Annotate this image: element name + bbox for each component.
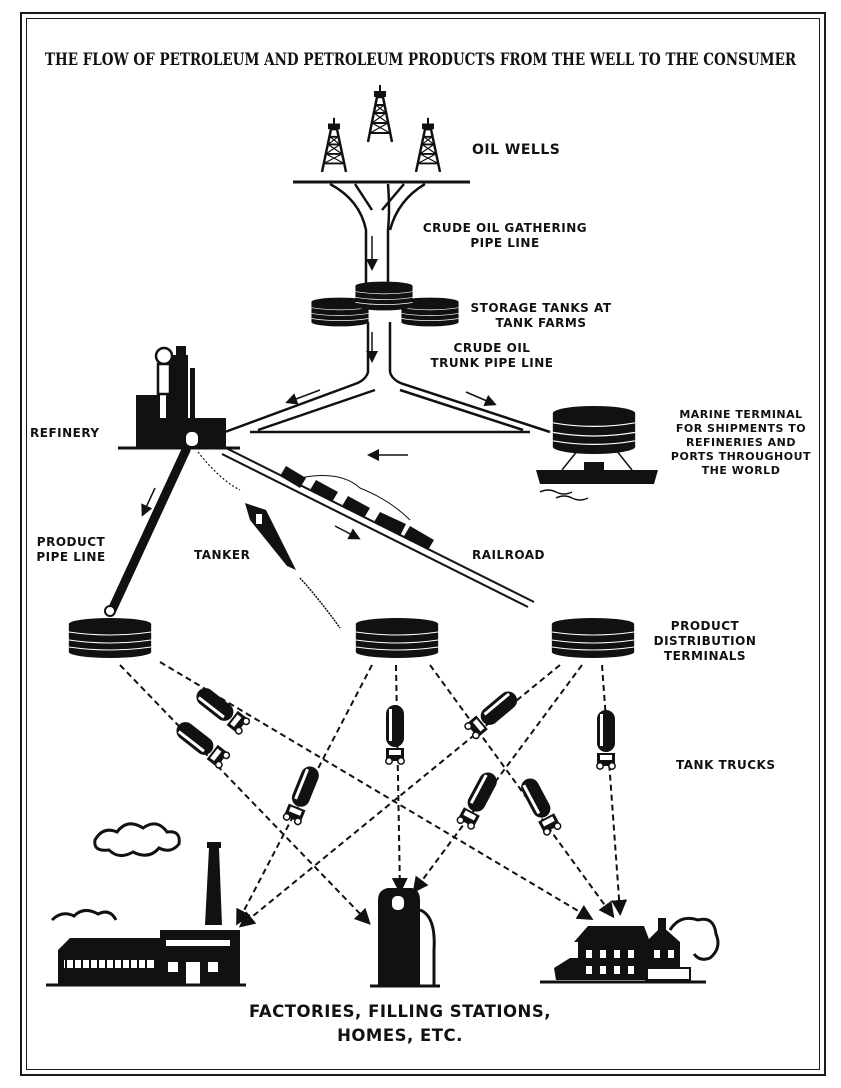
tank-trucks xyxy=(173,684,616,836)
refinery xyxy=(118,346,240,448)
home xyxy=(540,918,718,982)
delivery-routes xyxy=(120,662,620,925)
label-trunk-pipe-line: CRUDE OIL TRUNK PIPE LINE xyxy=(422,341,562,371)
label-refinery: REFINERY xyxy=(30,426,100,441)
label-storage-tanks: STORAGE TANKS AT TANK FARMS xyxy=(466,301,616,331)
label-product-pipe-line: PRODUCT PIPE LINE xyxy=(36,535,106,565)
label-distribution-terminals: PRODUCT DISTRIBUTION TERMINALS xyxy=(650,619,760,664)
factory xyxy=(46,824,246,985)
product-pipe-line xyxy=(105,450,186,616)
distribution-terminals xyxy=(69,618,634,658)
label-tank-trucks: TANK TRUCKS xyxy=(676,758,775,773)
footer-caption: FACTORIES, FILLING STATIONS, HOMES, ETC. xyxy=(180,1000,620,1048)
gathering-pipe-line xyxy=(330,184,425,283)
storage-tanks xyxy=(311,282,458,327)
oil-wells xyxy=(293,85,470,182)
label-marine-terminal: MARINE TERMINAL FOR SHIPMENTS TO REFINER… xyxy=(666,408,816,478)
label-tanker: TANKER xyxy=(194,548,250,563)
label-oil-wells: OIL WELLS xyxy=(472,143,560,158)
marine-terminal xyxy=(536,406,658,500)
diagram-title: THE FLOW OF PETROLEUM AND PETROLEUM PROD… xyxy=(30,50,811,70)
filling-station xyxy=(370,888,440,986)
label-gathering-pipe-line: CRUDE OIL GATHERING PIPE LINE xyxy=(420,221,590,251)
label-railroad: RAILROAD xyxy=(472,548,545,563)
